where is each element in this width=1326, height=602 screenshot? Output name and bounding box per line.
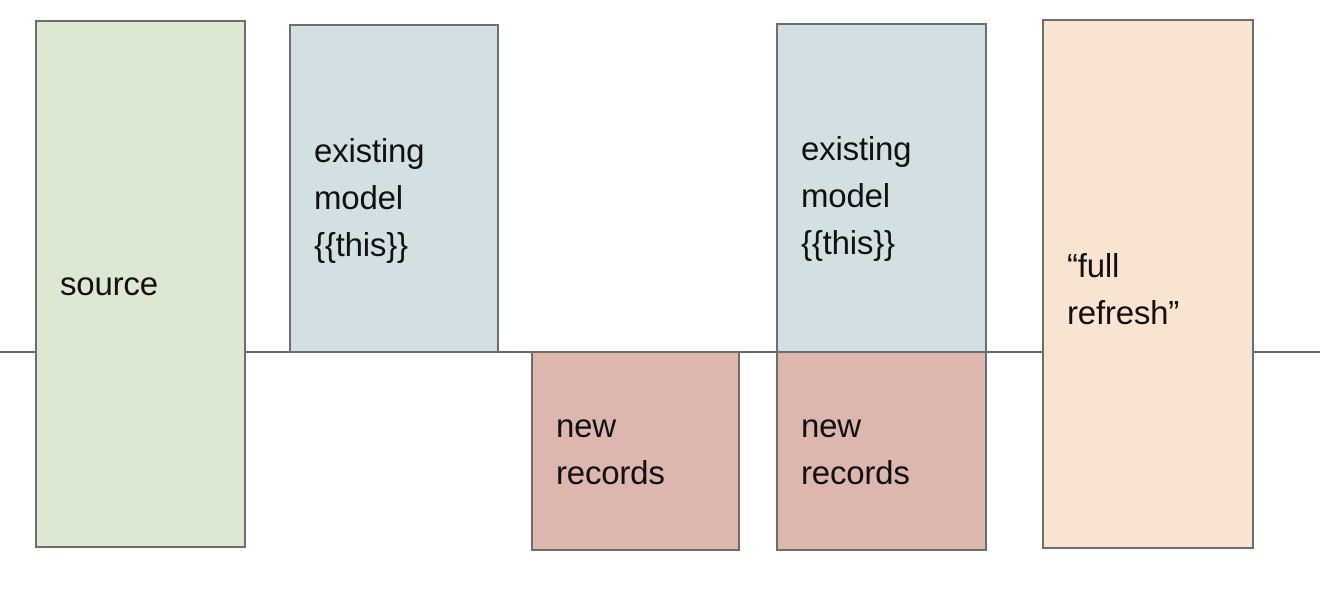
box-new-records-2[interactable]: new records <box>776 351 987 551</box>
box-new-records-1-label: new records <box>556 407 665 491</box>
box-source-label: source <box>60 264 158 302</box>
box-existing-model-1-label: existing model {{this}} <box>314 132 425 263</box>
box-existing-model-2[interactable]: existing model {{this}} <box>776 23 987 353</box>
box-full-refresh-label: “full refresh” <box>1067 247 1180 331</box>
box-new-records-1[interactable]: new records <box>531 351 740 551</box>
box-existing-model-1[interactable]: existing model {{this}} <box>289 24 499 353</box>
box-full-refresh[interactable]: “full refresh” <box>1042 19 1254 549</box>
box-existing-model-2-label: existing model {{this}} <box>801 130 912 261</box>
box-new-records-2-label: new records <box>801 407 910 491</box>
box-source[interactable]: source <box>35 20 246 548</box>
